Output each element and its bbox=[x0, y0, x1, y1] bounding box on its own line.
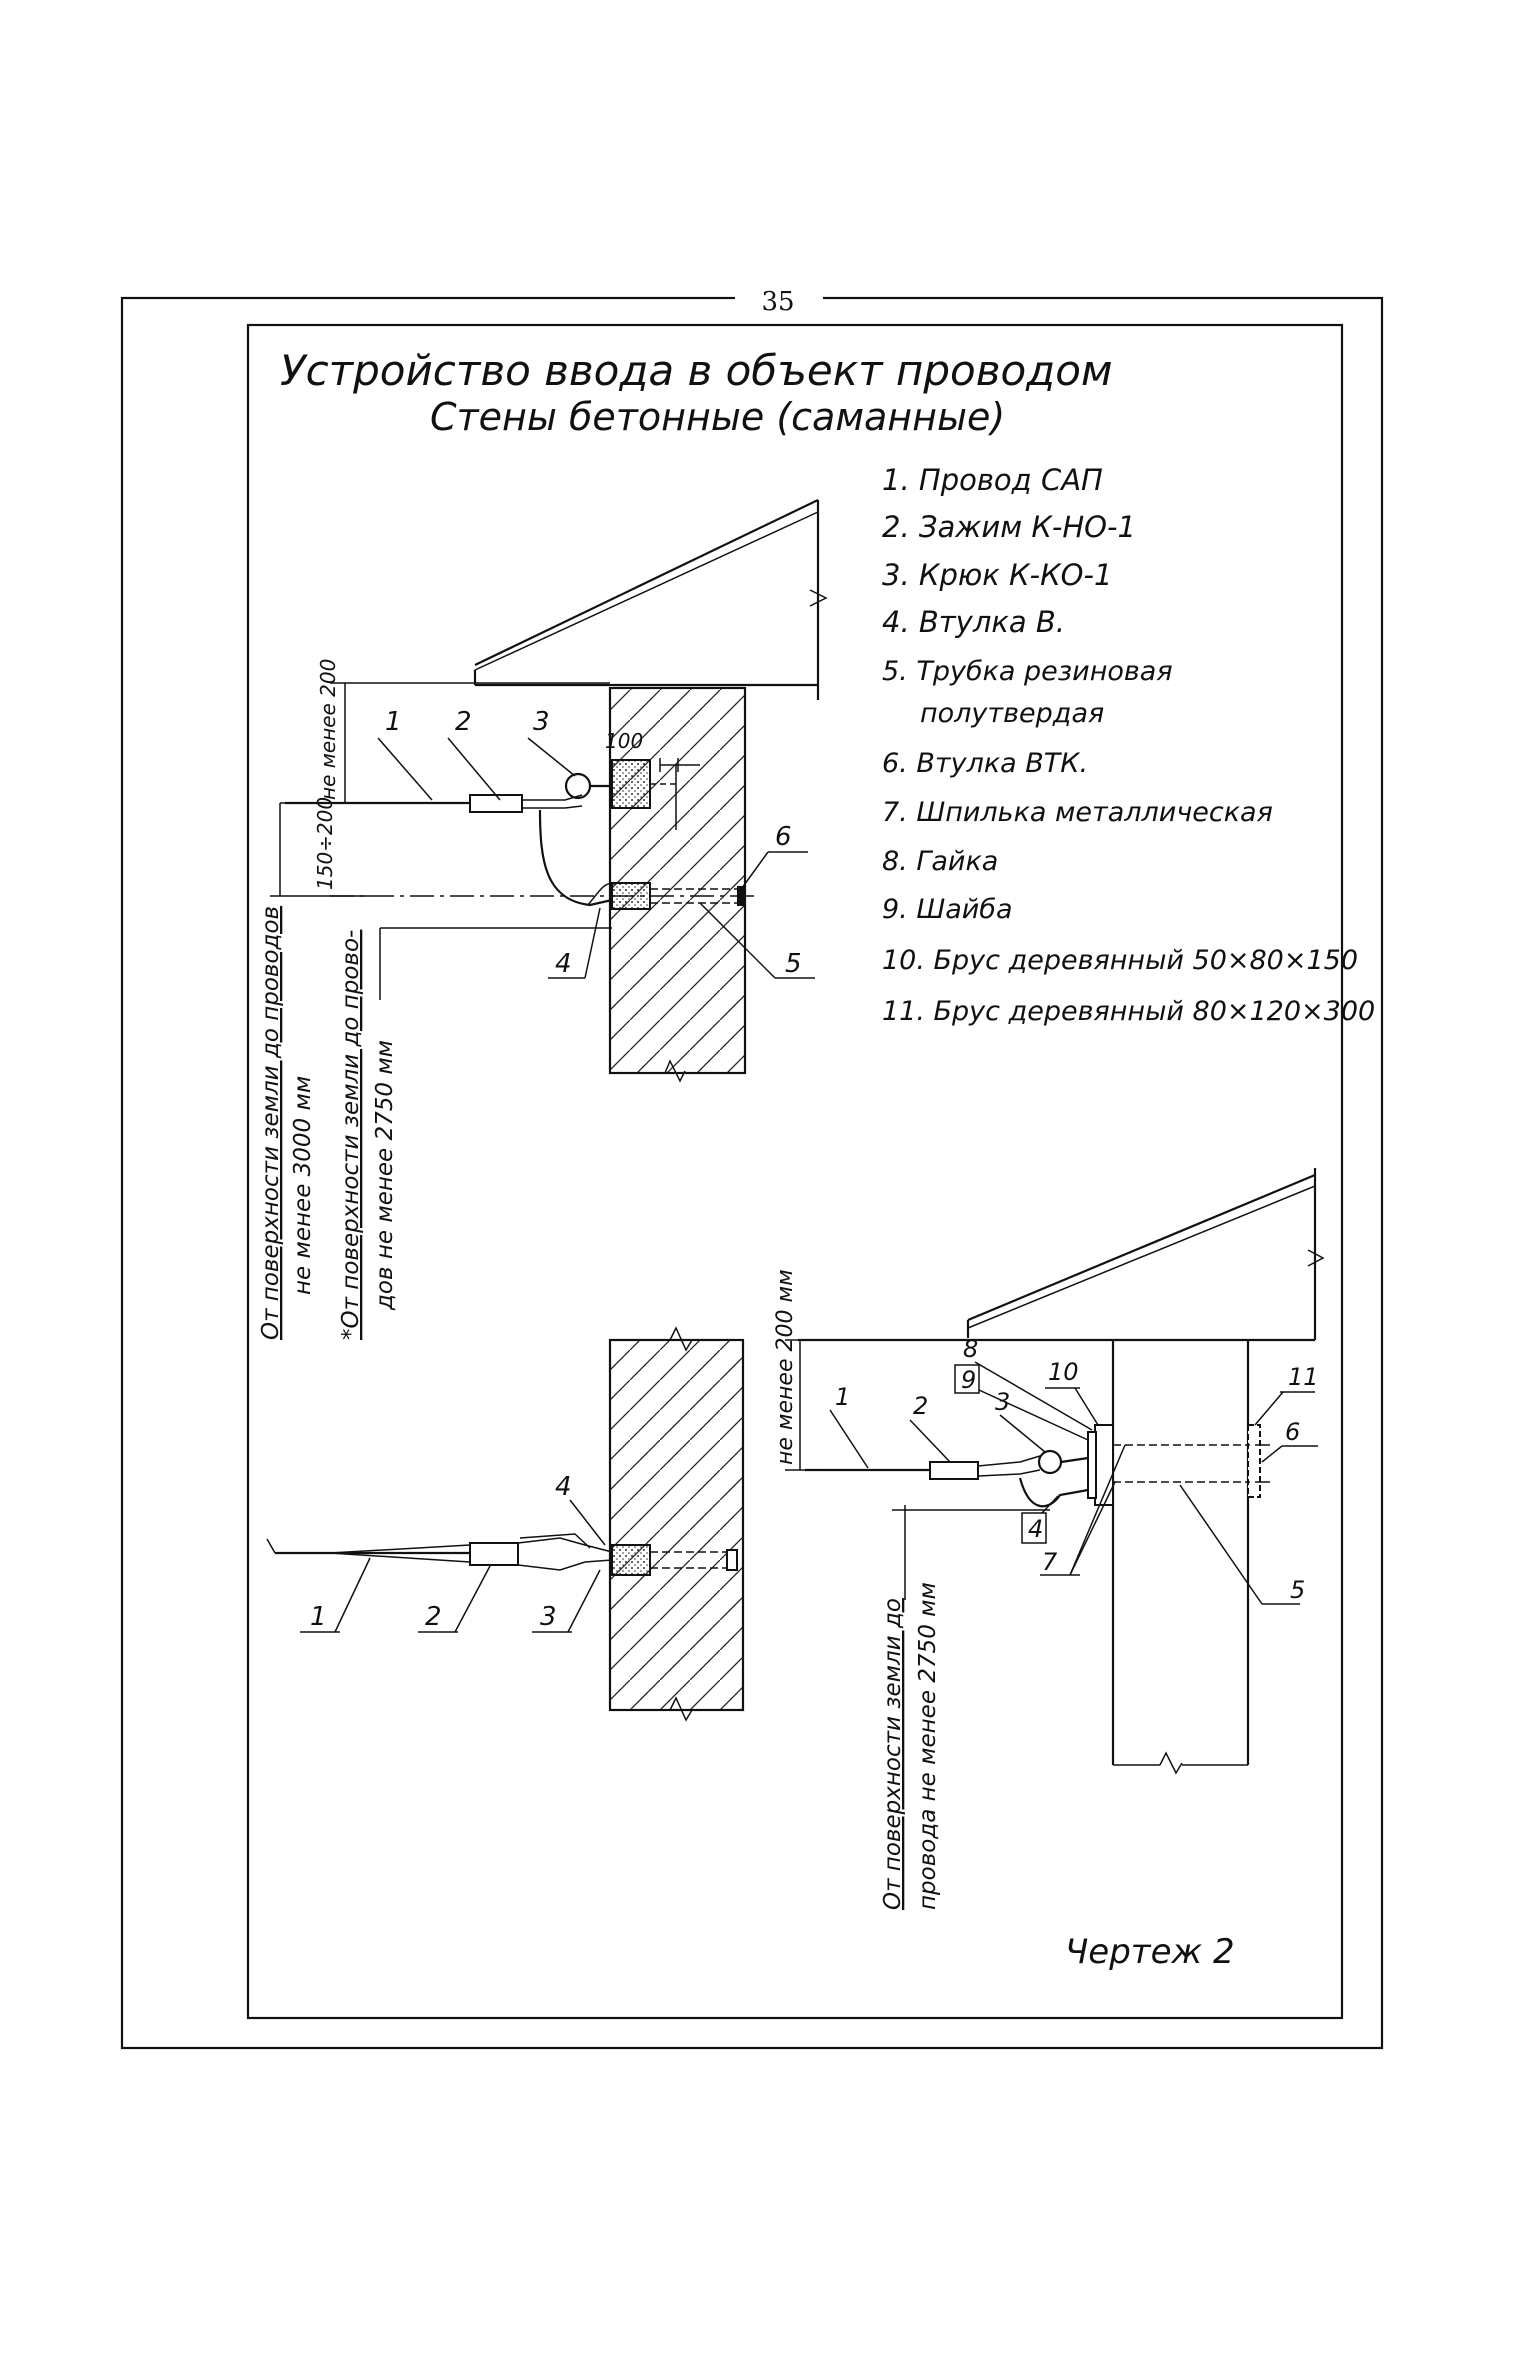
ground-3000-line1: От поверхности земли до проводов bbox=[258, 906, 284, 1340]
callout-10: 10 bbox=[1048, 1358, 1079, 1386]
callout-8: 8 bbox=[963, 1335, 978, 1363]
ground-2750-line1: *От поверхности земли до прово- bbox=[338, 930, 364, 1340]
callout-11: 11 bbox=[1288, 1363, 1319, 1391]
beam-11 bbox=[1247, 1424, 1261, 1498]
legend-item-6: 6. Втулка ВТК. bbox=[882, 748, 1088, 779]
callout-3-mid: 3 bbox=[540, 1602, 557, 1632]
legend-item-10: 10. Брус деревянный 50×80×150 bbox=[882, 945, 1358, 976]
concrete-wall bbox=[608, 686, 747, 1075]
legend-item-4: 4. Втулка В. bbox=[882, 605, 1065, 639]
roof-slope-2 bbox=[967, 1173, 1316, 1322]
legend-item-8: 8. Гайка bbox=[882, 846, 998, 877]
callout-5-right: 5 bbox=[1290, 1576, 1305, 1604]
clamp-b bbox=[469, 1542, 519, 1566]
legend-item-3: 3. Крюк К-КО-1 bbox=[882, 558, 1112, 592]
hook-c bbox=[1037, 1449, 1063, 1475]
roof-slope bbox=[474, 499, 819, 666]
legend-item-5: 5. Трубка резиновая bbox=[882, 656, 1173, 687]
callout-5-top: 5 bbox=[785, 949, 802, 979]
callout-7: 7 bbox=[1042, 1548, 1058, 1576]
callout-1-right: 1 bbox=[835, 1383, 850, 1411]
callout-9: 9 bbox=[961, 1366, 976, 1394]
callout-2-mid: 2 bbox=[425, 1602, 442, 1632]
callout-3-right: 3 bbox=[995, 1388, 1010, 1416]
clamp bbox=[469, 794, 523, 813]
callout-2-right: 2 bbox=[913, 1392, 928, 1420]
sleeve-b bbox=[611, 1544, 651, 1576]
ground-2750-line2: дов не менее 2750 мм bbox=[372, 1040, 398, 1311]
ground-2750-right-line2: провода не менее 2750 мм bbox=[915, 1582, 941, 1910]
callout-3-top: 3 bbox=[533, 707, 550, 737]
callout-2-top: 2 bbox=[455, 707, 472, 737]
callout-1-top: 1 bbox=[385, 707, 402, 737]
legend-item-2: 2. Зажим К-НО-1 bbox=[882, 510, 1136, 544]
hook bbox=[564, 772, 592, 800]
sleeve-upper bbox=[611, 759, 651, 809]
top-detail: не менее 200 150÷200 100 От поверхности … bbox=[258, 499, 828, 1340]
ground-3000-line2: не менее 3000 мм bbox=[290, 1076, 316, 1295]
wire-drop bbox=[538, 809, 613, 907]
dim-min-200-top: не менее 200 bbox=[316, 659, 340, 800]
concrete-wall-lower bbox=[608, 1338, 745, 1712]
legend-item-5-cont: полутвердая bbox=[920, 698, 1104, 729]
clamp-c bbox=[929, 1461, 979, 1480]
legend: 1. Провод САП 2. Зажим К-НО-1 3. Крюк К-… bbox=[882, 463, 1375, 1027]
legend-item-11: 11. Брус деревянный 80×120×300 bbox=[882, 996, 1375, 1027]
drawing-label: Чертеж 2 bbox=[1065, 1932, 1235, 1972]
right-detail: не менее 200 мм От поверхности земли до … bbox=[773, 1168, 1325, 1910]
callout-6-right: 6 bbox=[1285, 1418, 1300, 1446]
callout-6-top: 6 bbox=[775, 822, 792, 852]
dim-100: 100 bbox=[605, 729, 643, 753]
legend-item-9: 9. Шайба bbox=[882, 894, 1013, 925]
ground-2750-right-line1: От поверхности земли до bbox=[880, 1598, 906, 1910]
title-line-2: Стены бетонные (саманные) bbox=[430, 395, 1005, 439]
legend-item-7: 7. Шпилька металлическая bbox=[882, 797, 1273, 828]
legend-item-1: 1. Провод САП bbox=[882, 463, 1103, 497]
callout-1-mid: 1 bbox=[310, 1602, 327, 1632]
callout-4-top: 4 bbox=[555, 949, 572, 979]
callout-4-right: 4 bbox=[1028, 1515, 1043, 1543]
lower-left-detail: 4 1 2 3 bbox=[266, 1326, 745, 1722]
page-number: 35 bbox=[761, 287, 794, 317]
dim-150-200: 150÷200 bbox=[313, 797, 337, 890]
inner-frame bbox=[246, 323, 1344, 2020]
callout-4-mid: 4 bbox=[555, 1472, 572, 1502]
dim-min-200-right: не менее 200 мм bbox=[773, 1269, 798, 1465]
title-line-1: Устройство ввода в объект проводом bbox=[280, 346, 1113, 395]
